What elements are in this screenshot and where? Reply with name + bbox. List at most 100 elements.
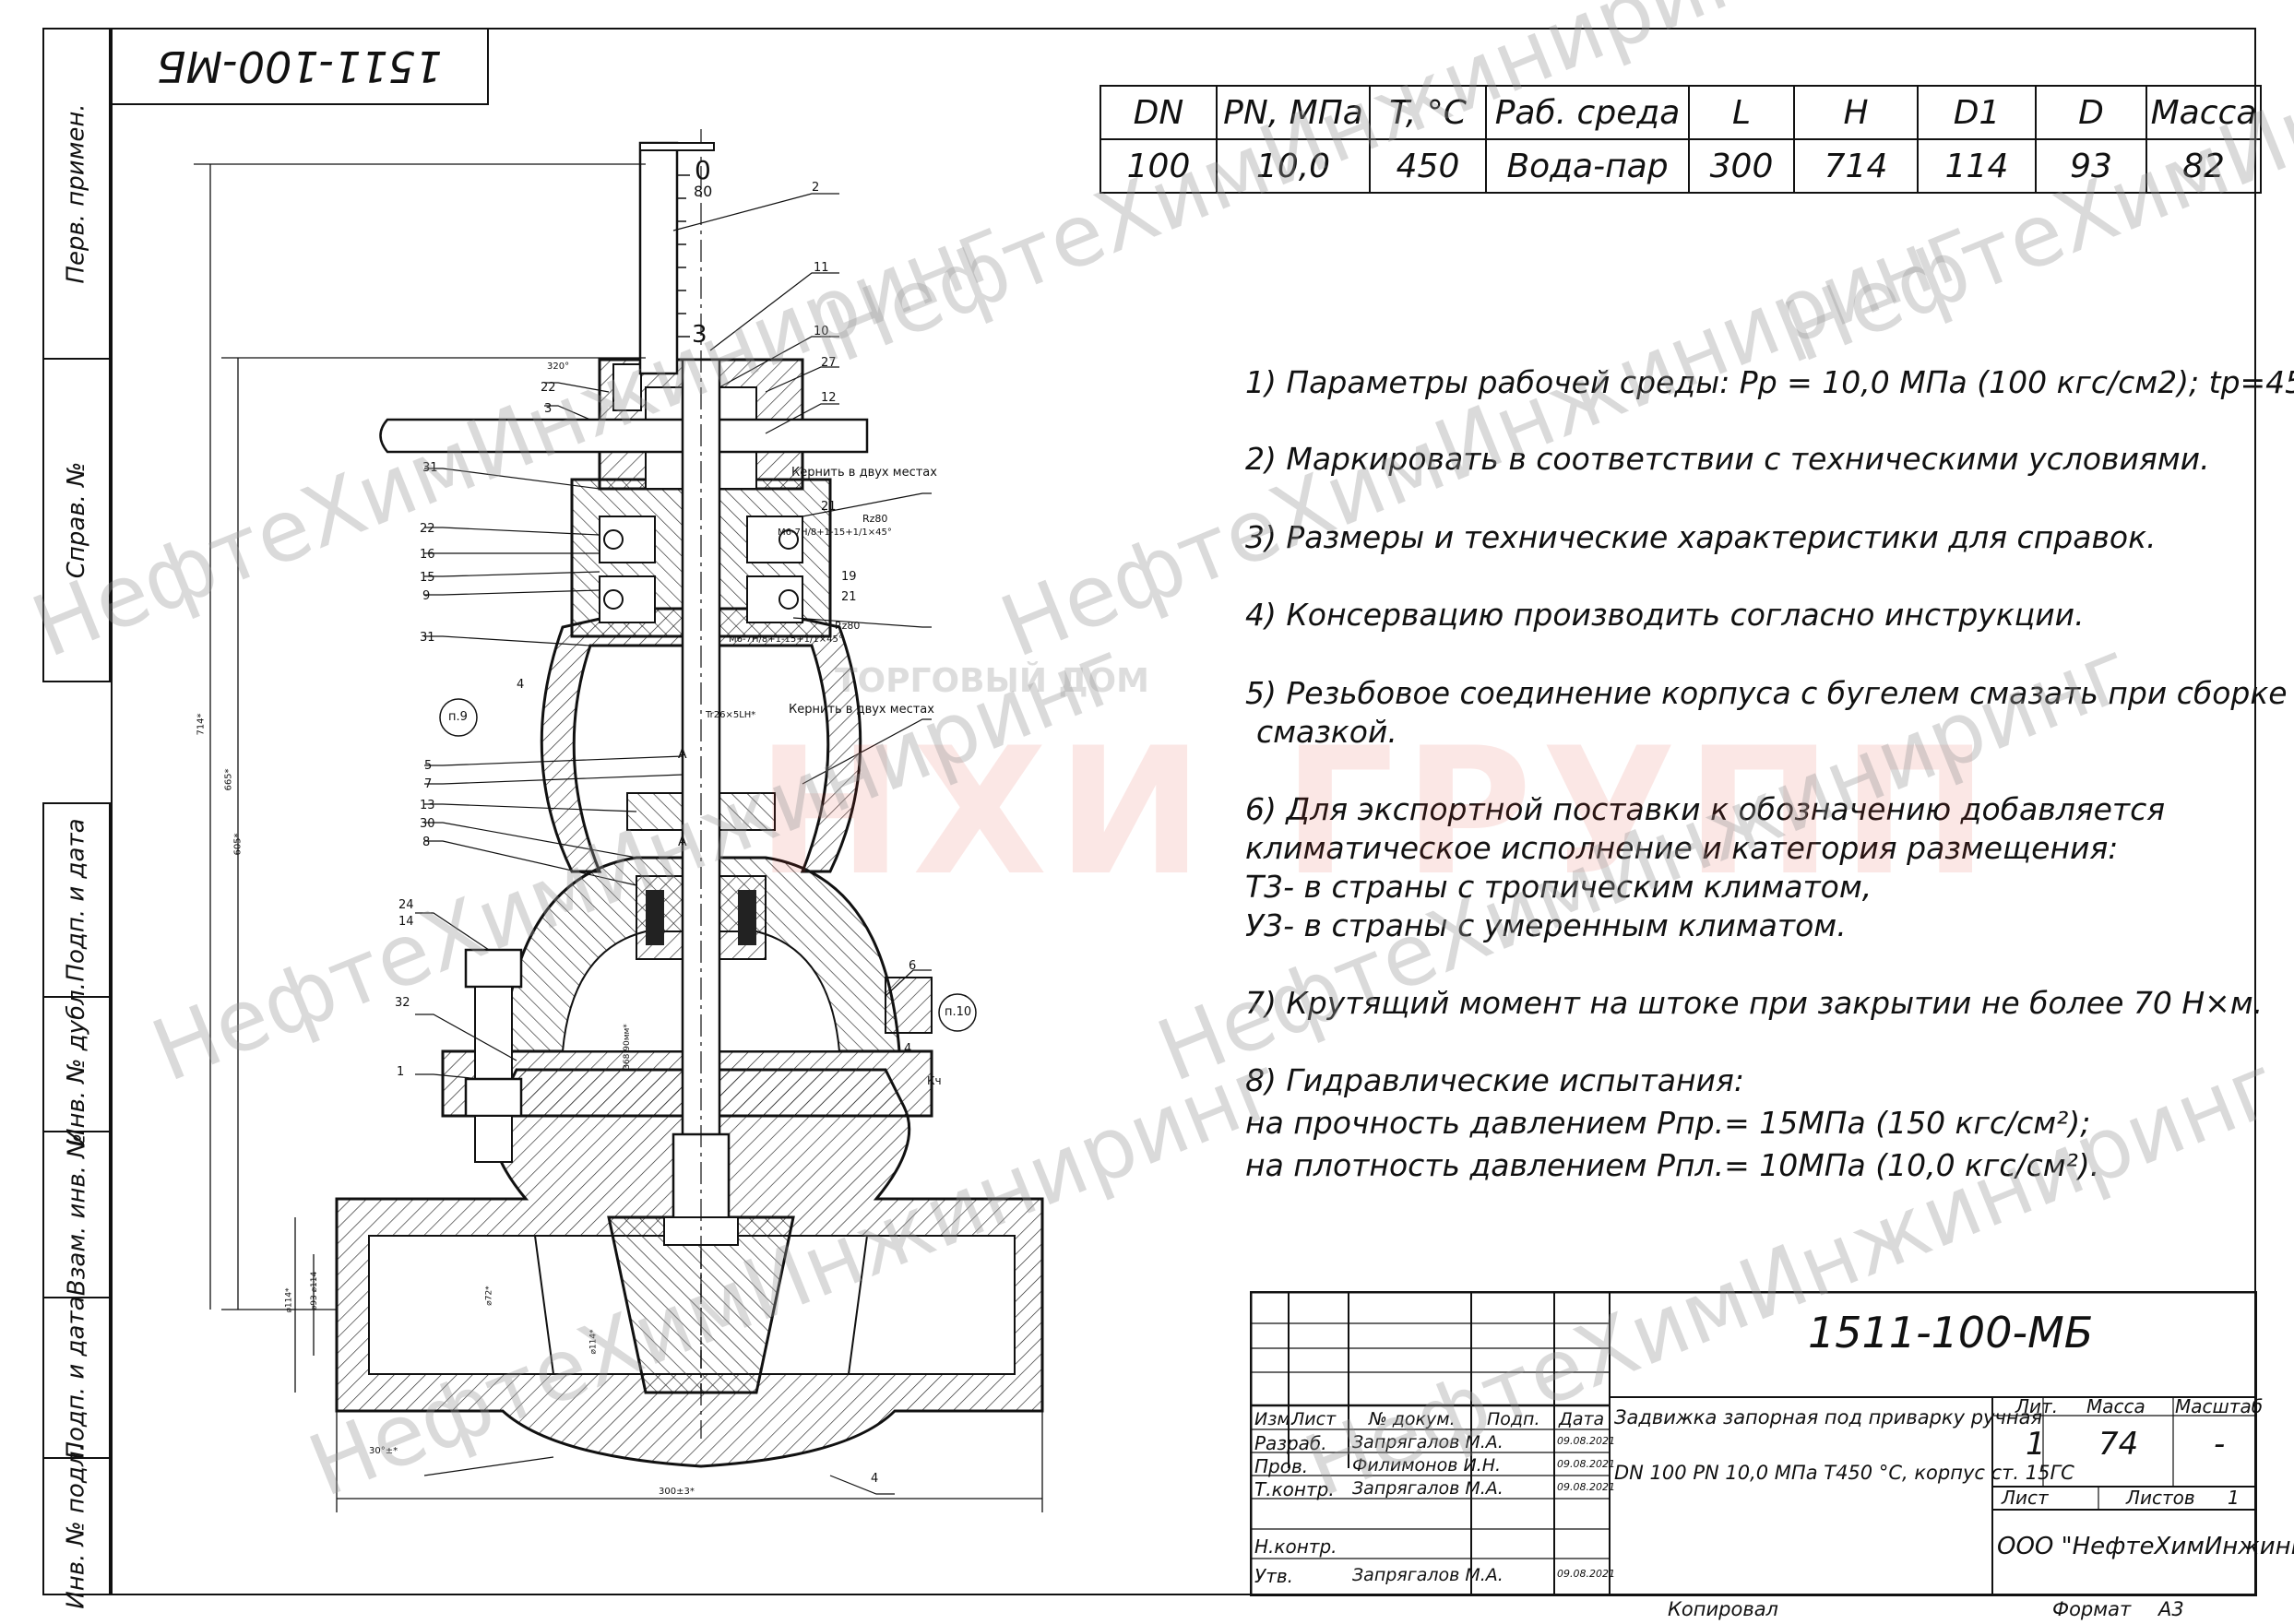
note-line: на плотность давлением Рпл.= 10МПа (10,0… <box>1245 1147 2100 1183</box>
param-value: Вода-пар <box>1485 138 1690 194</box>
name-utv: Запрягалов М.А. <box>1352 1565 1504 1585</box>
param-header: H <box>1793 85 1919 140</box>
masshtab-value: - <box>2214 1426 2226 1463</box>
margin-inv-podl: Инв. № подл. <box>42 1443 111 1609</box>
part-number: 1 <box>397 1065 405 1079</box>
param-value: 300 <box>1688 138 1795 194</box>
param-value: 100 <box>1099 138 1218 194</box>
row-utv: Утв. <box>1254 1565 1293 1587</box>
dim-seat-label: 368 90мм* <box>622 1024 632 1070</box>
margin-sprav-no: Справ. № <box>42 358 111 682</box>
part-number: 7 <box>424 777 433 791</box>
param-header: T, °C <box>1369 85 1487 140</box>
note-ref-circle <box>938 993 977 1032</box>
name-prov: Филимонов И.Н. <box>1352 1455 1502 1476</box>
outer-frame <box>111 28 2256 1595</box>
col-list: Лист <box>1291 1409 1337 1429</box>
note-ref-circle <box>439 698 478 737</box>
part-number: 4 <box>904 1042 912 1056</box>
title-name-line2: DN 100 PN 10,0 МПа T450 °С, корпус ст. 1… <box>1614 1462 2074 1484</box>
part-number: 12 <box>821 391 837 405</box>
col-data: Дата <box>1559 1409 1605 1429</box>
part-number: 14 <box>398 915 414 929</box>
param-header: L <box>1688 85 1795 140</box>
dim-bottom-label: ⌀114* <box>588 1329 599 1355</box>
date-razrab: 09.08.2021 <box>1557 1435 1615 1447</box>
part-number: 32 <box>395 996 410 1010</box>
row-prov: Пров. <box>1254 1455 1309 1477</box>
stroke-indicator <box>638 141 715 375</box>
part-number: 4 <box>871 1472 879 1486</box>
param-value: 10,0 <box>1216 138 1371 194</box>
part-number: 2 <box>812 181 820 195</box>
param-header: D <box>2035 85 2147 140</box>
dim-height-label-2: 665* <box>223 768 234 791</box>
part-number: 24 <box>398 898 414 912</box>
note-line: 8) Гидравлические испытания: <box>1245 1062 1744 1098</box>
part-number: 6 <box>909 959 917 973</box>
part-number: 10 <box>814 325 829 338</box>
note-line: 4) Консервацию производить согласно инст… <box>1245 597 2085 633</box>
note-line: 6) Для экспортной поставки к обозначению… <box>1245 791 2166 827</box>
scale-label-0: 0 <box>695 155 711 185</box>
col-podp: Подп. <box>1487 1409 1540 1429</box>
masshtab-label: Масштаб <box>2175 1395 2264 1417</box>
parameters-header-row: DN PN, МПа T, °C Раб. среда L H D1 D Мас… <box>1099 85 2262 140</box>
format-label: Формат <box>2052 1598 2132 1620</box>
part-number: 19 <box>841 570 857 584</box>
param-value: 114 <box>1917 138 2037 194</box>
handle-bar <box>379 418 869 454</box>
part-number: 8 <box>422 836 431 849</box>
part-number: 22 <box>420 522 435 536</box>
massa-label: Масса <box>2086 1395 2145 1417</box>
parameters-value-row: 100 10,0 450 Вода-пар 300 714 114 93 82 <box>1099 138 2262 194</box>
note-line: У3- в страны с умеренным климатом. <box>1245 907 1847 943</box>
angle-label: 320° <box>547 362 570 372</box>
col-doc: № докум. <box>1369 1409 1456 1429</box>
corner-stamp: 1511-100-МБ <box>111 28 489 105</box>
note-line: смазкой. <box>1256 714 1397 750</box>
note-line: 5) Резьбовое соединение корпуса с бугеле… <box>1245 675 2288 711</box>
lit-value: 1 <box>2026 1426 2046 1463</box>
note-line: климатическое исполнение и категория раз… <box>1245 830 2119 866</box>
part-number: 16 <box>420 548 435 562</box>
parameters-table: DN PN, МПа T, °C Раб. среда L H D1 D Мас… <box>1099 85 2262 194</box>
listov-label: Листов <box>2126 1487 2195 1509</box>
part-number: 22 <box>541 381 556 395</box>
note-line: 7) Крутящий момент на штоке при закрытии… <box>1245 985 2264 1021</box>
part-number: 3 <box>544 402 553 416</box>
note-line: Т3- в страны с тропическим климатом, <box>1245 869 1872 905</box>
dim-d-label: ⌀93 ⌀114 <box>310 1271 320 1311</box>
part-number: 27 <box>821 356 837 370</box>
valve-stem <box>663 129 739 1439</box>
date-utv: 09.08.2021 <box>1557 1568 1615 1580</box>
part-number: 30 <box>420 817 435 831</box>
part-number: 21 <box>841 590 857 604</box>
kopiroval-label: Копировал <box>1668 1598 1778 1620</box>
company-name: ООО "НефтеХимИнжиниринг" <box>1997 1533 2294 1560</box>
param-header: PN, МПа <box>1216 85 1371 140</box>
part-number: 11 <box>814 261 829 275</box>
dim-height-label-3: 605* <box>232 833 244 856</box>
note-line: 1) Параметры рабочей среды: Рр = 10,0 МП… <box>1245 364 2294 400</box>
title-name-line1: Задвижка запорная под приварку ручная <box>1614 1406 2043 1428</box>
name-razrab: Запрягалов М.А. <box>1352 1432 1504 1452</box>
kernit-label-2: Кернить в двух местах <box>789 703 934 717</box>
note-line: 2) Маркировать в соответствии с техничес… <box>1245 441 2210 477</box>
title-block-grid <box>1250 1291 2257 1596</box>
part-number: 31 <box>420 631 435 645</box>
name-tkontr: Запрягалов М.А. <box>1352 1478 1504 1499</box>
dim-length-label: 300±3* <box>659 1487 695 1497</box>
note-line: на прочность давлением Рпр.= 15МПа (150 … <box>1245 1105 2091 1141</box>
param-header: Масса <box>2145 85 2262 140</box>
param-value: 82 <box>2145 138 2262 194</box>
note-line: 3) Размеры и технические характеристики … <box>1245 519 2157 555</box>
section-a-label-1: A <box>678 747 687 762</box>
dim-72-label: ⌀72* <box>484 1286 494 1306</box>
part-number: 31 <box>422 461 438 475</box>
listov-value: 1 <box>2228 1487 2240 1509</box>
param-value: 714 <box>1793 138 1919 194</box>
section-a-label-2: A <box>678 835 687 849</box>
kernit-label-1: Кернить в двух местах <box>791 466 937 480</box>
valve-body <box>335 1068 1044 1468</box>
